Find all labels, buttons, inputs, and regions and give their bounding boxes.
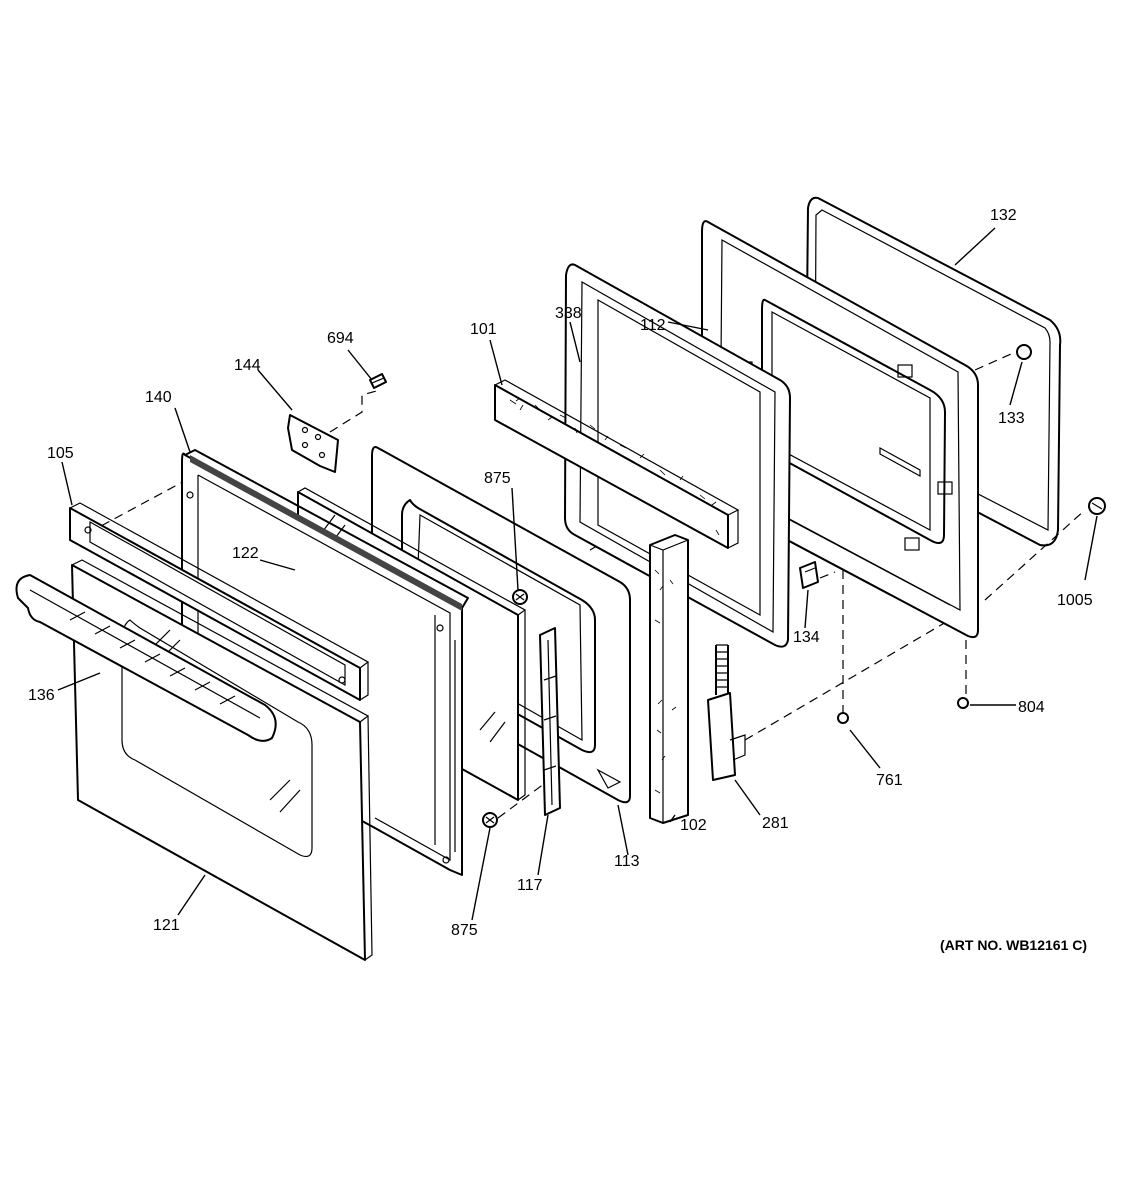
- part-144-bracket: [287, 414, 339, 473]
- label-101: 101: [470, 321, 497, 338]
- label-112: 112: [640, 317, 666, 334]
- label-140: 140: [145, 389, 172, 406]
- part-804-screw: [957, 697, 969, 709]
- label-117: 117: [517, 877, 543, 894]
- label-134: 134: [793, 629, 820, 646]
- part-134-clip: [799, 561, 819, 589]
- label-105: 105: [47, 445, 74, 462]
- label-121: 121: [153, 917, 180, 934]
- label-338: 338: [555, 305, 582, 322]
- label-875-upper: 875: [484, 470, 511, 487]
- label-133: 133: [998, 410, 1025, 427]
- label-113: 113: [614, 853, 640, 870]
- part-1005-screw: [1088, 497, 1106, 515]
- label-281: 281: [762, 815, 789, 832]
- part-102-side-insulation: [649, 534, 689, 824]
- label-102: 102: [680, 817, 707, 834]
- part-101-insulation: [494, 379, 740, 549]
- label-144: 144: [234, 357, 261, 374]
- part-694-screw: [369, 373, 387, 389]
- part-281-hinge: [707, 644, 746, 781]
- label-804: 804: [1018, 699, 1045, 716]
- label-136: 136: [28, 687, 55, 704]
- part-105-vent-trim: [69, 502, 370, 701]
- art-number: (ART NO. WB12161 C): [940, 937, 1087, 953]
- label-761: 761: [876, 772, 903, 789]
- part-136-door-handle: [15, 574, 277, 742]
- part-133-plug: [1016, 344, 1032, 360]
- part-117-hinge-channel: [539, 627, 561, 816]
- label-875-lower: 875: [451, 922, 478, 939]
- part-875-screw-upper: [512, 589, 528, 605]
- part-761-screw: [837, 712, 849, 724]
- label-132: 132: [990, 207, 1017, 224]
- label-122: 122: [232, 545, 259, 562]
- label-694: 694: [327, 330, 354, 347]
- part-338-window-frame: [564, 263, 791, 648]
- label-1005: 1005: [1057, 592, 1093, 609]
- callout-labels: 132 112 133 1005 804 761 281 134 102 113…: [28, 207, 1093, 939]
- part-875-screw-lower: [482, 812, 498, 828]
- callout-leader-lines: [57, 227, 1098, 921]
